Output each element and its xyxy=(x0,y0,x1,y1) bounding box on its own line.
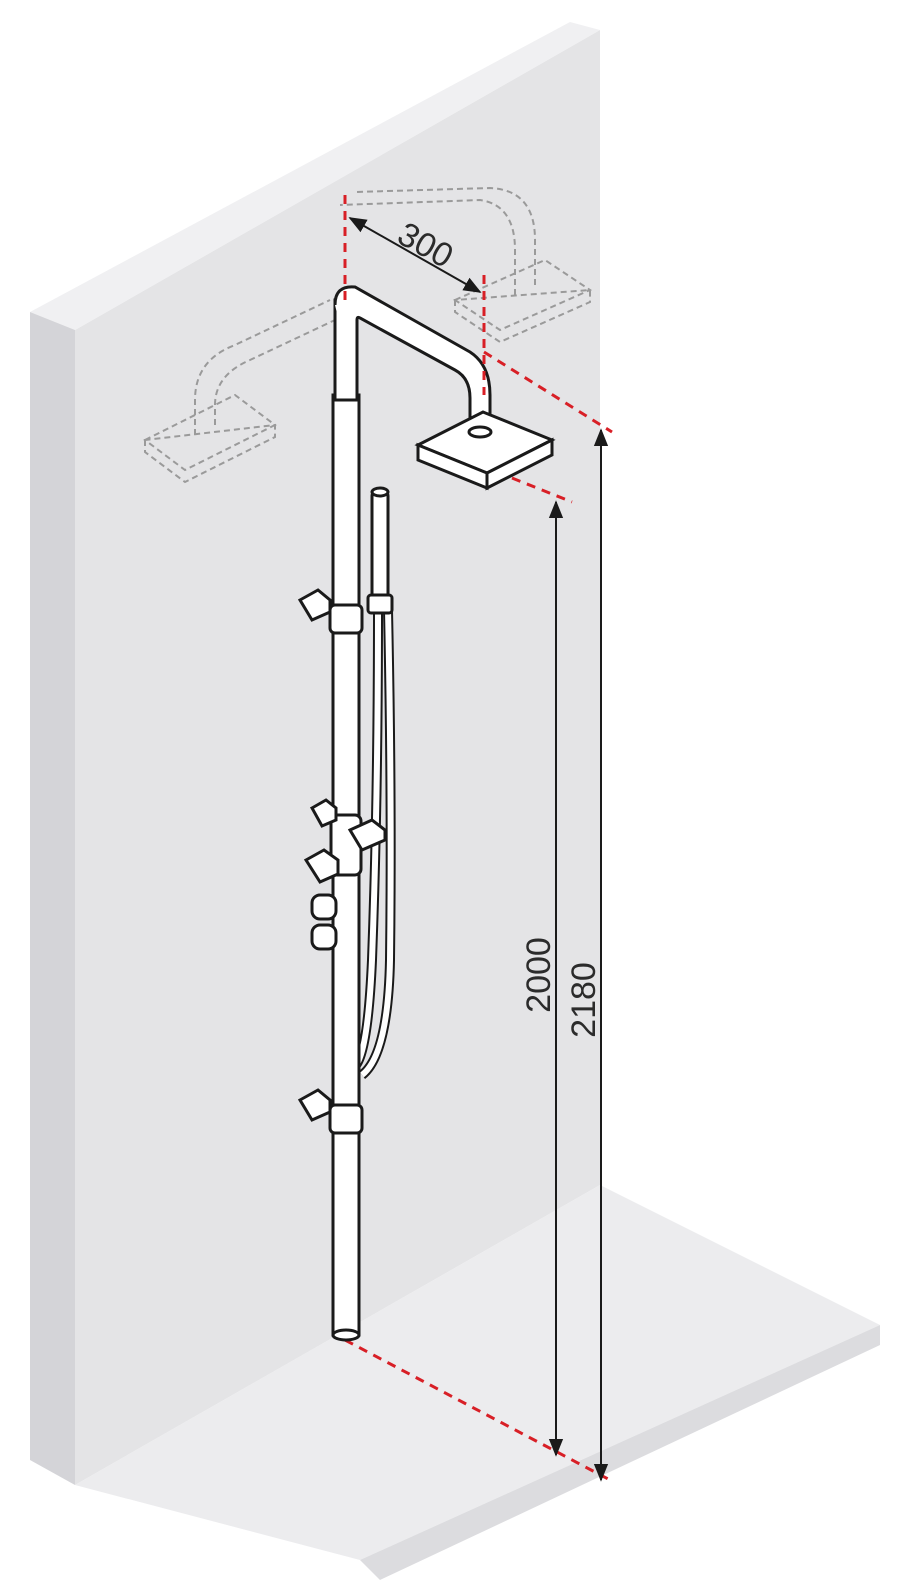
hand-shower-body xyxy=(370,488,390,602)
hand-shower xyxy=(366,486,394,615)
head-reference-lines xyxy=(343,195,613,504)
control-knob-2 xyxy=(310,923,338,951)
floor-reference-line xyxy=(344,1338,611,1482)
ghost-outline-left xyxy=(143,299,336,484)
valve-diverter-right xyxy=(347,818,387,852)
floor xyxy=(75,1185,880,1580)
valve-upper xyxy=(309,798,338,828)
wall-edge xyxy=(30,22,600,330)
control-knob-1 xyxy=(310,893,338,921)
upper-wall-mount xyxy=(297,588,332,622)
lower-bracket xyxy=(328,1103,364,1135)
head-connector xyxy=(467,425,493,439)
hand-shower-face xyxy=(370,486,390,498)
head-side-right xyxy=(485,437,554,491)
valve-temperature xyxy=(303,848,340,884)
dim-label-2000: 2000 xyxy=(520,937,558,1013)
head-bottom-line xyxy=(511,476,573,504)
hand-shower-holder xyxy=(366,593,394,615)
upper-bracket xyxy=(328,603,364,635)
dimension-lines xyxy=(348,217,609,1482)
dim-label-2180: 2180 xyxy=(565,962,603,1038)
dim-line-300 xyxy=(348,217,482,293)
column-fittings xyxy=(297,588,387,1135)
shower-hose xyxy=(351,609,396,1079)
lower-wall-mount xyxy=(297,1088,332,1122)
shower-head xyxy=(414,410,556,491)
ghost-outline-right xyxy=(339,186,593,344)
floor-edge xyxy=(360,1325,880,1580)
floor-surface xyxy=(75,1185,880,1560)
wall-side xyxy=(30,312,75,1485)
column-base xyxy=(331,1328,361,1342)
